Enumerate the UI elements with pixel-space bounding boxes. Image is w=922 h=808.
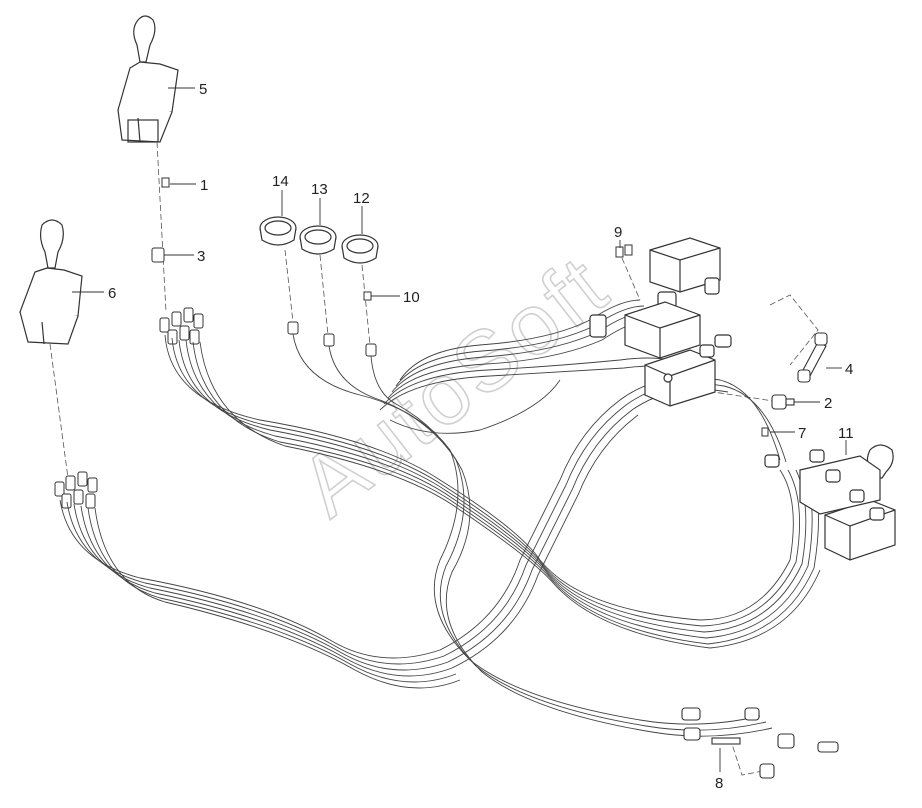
- callout-14: 14: [272, 173, 289, 190]
- hose-bundle-valve: [379, 299, 675, 434]
- callout-10: 10: [403, 289, 420, 306]
- connector-cluster-upper: [159, 307, 204, 345]
- callout-3: 3: [197, 248, 205, 265]
- valve-block-right: [764, 444, 896, 561]
- fitting-4: [797, 332, 828, 383]
- callout-11: 11: [838, 425, 854, 442]
- fitting-2: [771, 394, 795, 410]
- joystick-5: [117, 15, 179, 143]
- callout-leaders: [72, 87, 847, 772]
- gauge-12: [341, 234, 379, 264]
- fitting-10: [363, 291, 372, 301]
- callout-6: 6: [108, 285, 116, 302]
- callout-4: 4: [845, 361, 853, 378]
- gauge-14: [259, 216, 297, 246]
- hose-bundle-upper: [164, 334, 821, 649]
- connector-cluster-lower: [54, 471, 98, 509]
- gauge-connectors: [287, 321, 377, 357]
- fitting-group-8: [681, 707, 839, 779]
- callout-8: 8: [715, 775, 723, 792]
- callout-labels: 5 1 3 6 10 14 13 12 9 4 2 7 11 8: [108, 81, 854, 792]
- callout-7: 7: [798, 425, 806, 442]
- fitting-3: [151, 247, 165, 263]
- joystick-6: [19, 219, 83, 345]
- callout-9: 9: [614, 224, 622, 241]
- callout-5: 5: [199, 81, 207, 98]
- hose-bundle-gauges: [292, 333, 773, 737]
- fitting-1: [161, 177, 170, 188]
- callout-2: 2: [824, 395, 832, 412]
- fitting-9: [615, 244, 633, 258]
- callout-13: 13: [311, 181, 328, 198]
- callout-1: 1: [200, 177, 208, 194]
- gauge-13: [299, 225, 337, 255]
- callout-12: 12: [353, 190, 370, 207]
- fitting-7: [761, 427, 769, 437]
- valve-block-upper: [589, 237, 732, 407]
